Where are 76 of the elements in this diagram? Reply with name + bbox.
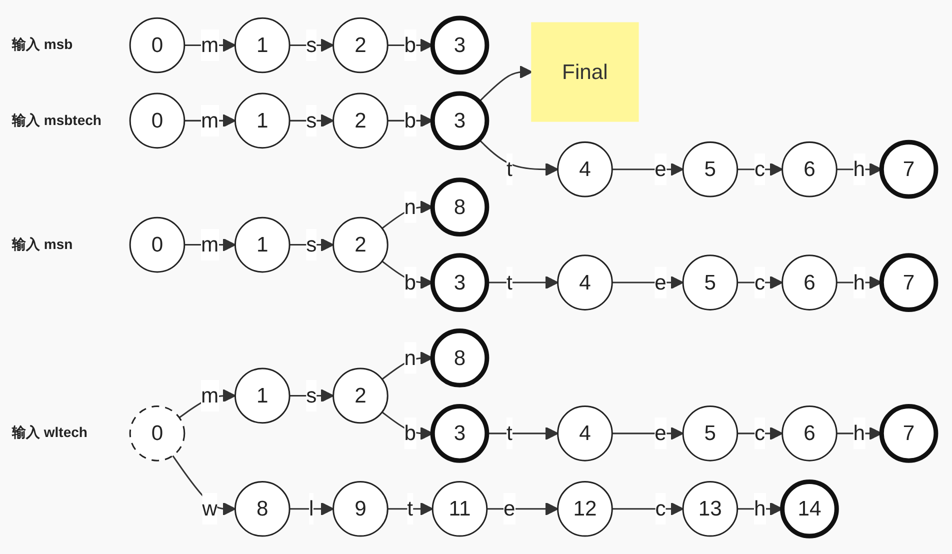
node-circle: 8 bbox=[430, 178, 490, 236]
edge-label: h bbox=[853, 270, 865, 294]
node-circle: 0 bbox=[129, 405, 186, 462]
edge-label: s bbox=[306, 108, 317, 132]
edge-label: l bbox=[309, 496, 314, 520]
node-circle: 12 bbox=[557, 480, 613, 537]
input-label: 输入 wltech bbox=[12, 424, 88, 442]
node-circle: 4 bbox=[557, 141, 613, 198]
edge-label: m bbox=[201, 32, 219, 56]
edge-label: h bbox=[853, 420, 865, 445]
input-label: 输入 msb bbox=[12, 36, 73, 54]
edge-label: s bbox=[306, 232, 317, 256]
arrow bbox=[478, 65, 532, 102]
node-circle: 2 bbox=[332, 368, 388, 424]
node-circle: 5 bbox=[682, 405, 738, 462]
node-circle: 3 bbox=[430, 16, 490, 75]
node-circle: 4 bbox=[557, 254, 613, 310]
edge-label: h bbox=[754, 496, 766, 520]
node-circle: 7 bbox=[879, 253, 938, 312]
node-circle: 6 bbox=[782, 405, 838, 462]
edge-label: c bbox=[754, 420, 766, 445]
edge-label: m bbox=[201, 108, 219, 132]
edge-label: b bbox=[404, 32, 416, 56]
node-circle: 11 bbox=[432, 480, 488, 537]
input-label: 输入 msbtech bbox=[12, 112, 102, 130]
node-circle: 6 bbox=[782, 254, 838, 310]
edge-label: c bbox=[754, 270, 766, 294]
edge-label: e bbox=[654, 270, 666, 294]
node-circle: 9 bbox=[332, 480, 388, 537]
edge-label: b bbox=[404, 270, 416, 294]
edge-label: s bbox=[306, 382, 317, 407]
node-circle: 13 bbox=[682, 480, 738, 537]
edge-label: t bbox=[407, 496, 414, 520]
edge-label: c bbox=[655, 496, 666, 520]
node-circle: 0 bbox=[129, 17, 186, 74]
edge-label: n bbox=[404, 194, 416, 218]
node-circle: 6 bbox=[782, 141, 838, 198]
node-circle: 1 bbox=[234, 17, 290, 74]
edge-label: t bbox=[506, 156, 512, 181]
edge-label: b bbox=[404, 108, 416, 132]
node-box: Final bbox=[531, 22, 639, 122]
node-circle: 2 bbox=[332, 216, 388, 273]
arrow bbox=[290, 502, 334, 516]
edge-label: b bbox=[404, 420, 416, 445]
node-circle: 7 bbox=[879, 404, 938, 463]
node-circle: 1 bbox=[234, 92, 290, 149]
node-circle: 8 bbox=[430, 328, 490, 388]
node-circle: 3 bbox=[430, 253, 490, 312]
node-circle: 8 bbox=[234, 480, 290, 537]
edge-label: s bbox=[306, 32, 317, 56]
node-circle: 3 bbox=[430, 91, 490, 150]
node-circle: 2 bbox=[332, 17, 388, 74]
node-circle: 14 bbox=[780, 479, 839, 538]
node-circle: 5 bbox=[682, 254, 738, 310]
node-circle: 3 bbox=[430, 404, 490, 463]
node-circle: 0 bbox=[129, 92, 186, 149]
node-circle: 2 bbox=[332, 92, 388, 149]
node-circle: 1 bbox=[234, 368, 290, 424]
edge-label: e bbox=[654, 420, 666, 445]
edge-label: t bbox=[506, 420, 512, 445]
node-circle: 0 bbox=[129, 216, 186, 273]
node-circle: 7 bbox=[879, 140, 938, 199]
edge-label: m bbox=[201, 232, 219, 256]
edge-label: w bbox=[202, 496, 218, 520]
edge-label: h bbox=[853, 156, 865, 181]
arrow bbox=[478, 139, 558, 176]
edge-label: t bbox=[506, 270, 512, 294]
node-circle: 4 bbox=[557, 405, 613, 462]
edge-label: e bbox=[504, 496, 516, 520]
edge-label: m bbox=[201, 382, 219, 407]
node-circle: 5 bbox=[682, 141, 738, 198]
node-circle: 1 bbox=[234, 216, 290, 273]
edge-label: n bbox=[404, 345, 416, 370]
edge-label: c bbox=[754, 156, 766, 181]
edge-label: e bbox=[654, 156, 666, 181]
input-label: 输入 msn bbox=[12, 236, 73, 254]
